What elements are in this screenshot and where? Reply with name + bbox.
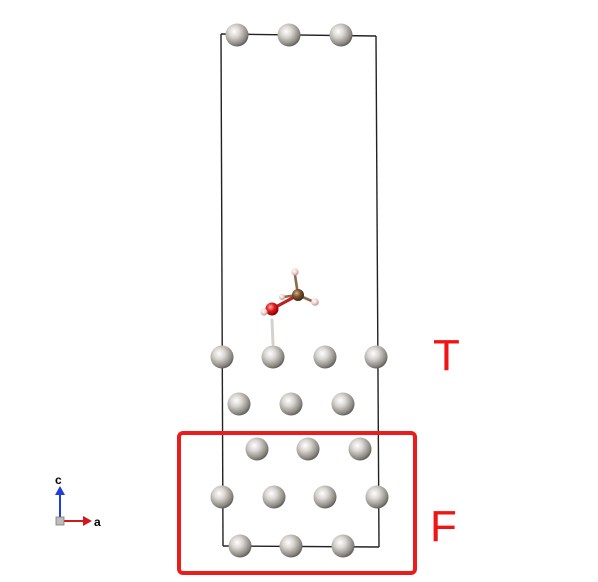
carbon-atom bbox=[292, 289, 304, 301]
fixed-layer-3-atom-1 bbox=[228, 534, 252, 558]
top-image-layer-atom-2 bbox=[277, 23, 301, 47]
axis-indicator: c a bbox=[55, 473, 101, 529]
adsorbate bbox=[260, 268, 319, 316]
subsurface-layer-atom-3 bbox=[331, 392, 355, 416]
surface-layer-atom-2 bbox=[261, 345, 285, 369]
surface-layer-atom-3 bbox=[313, 345, 337, 369]
c-axis-arrow bbox=[55, 486, 65, 495]
fixed-layer-3-atom-3 bbox=[331, 534, 355, 558]
hydrogen-atom-top bbox=[291, 268, 299, 276]
fixed-layer-1-atom-3 bbox=[348, 437, 372, 461]
subsurface-layer-atom-1 bbox=[227, 392, 251, 416]
fixed-layer-2-atom-3 bbox=[313, 485, 337, 509]
top-image-layer-atom-3 bbox=[329, 23, 353, 47]
oxygen-atom bbox=[265, 302, 279, 316]
axis-origin bbox=[55, 516, 65, 526]
fixed-layer-2-atom-2 bbox=[262, 485, 286, 509]
subsurface-layer-atom-2 bbox=[279, 392, 303, 416]
fixed-region-label: F bbox=[430, 502, 457, 551]
a-axis-label: a bbox=[94, 515, 101, 529]
surface-layer-atom-1 bbox=[210, 345, 234, 369]
cell-edge-right bbox=[375, 35, 380, 548]
surface-layer-atom-4 bbox=[364, 345, 388, 369]
fixed-layer-1-atom-1 bbox=[245, 437, 269, 461]
a-axis-arrow bbox=[83, 516, 92, 526]
fixed-layer-3-atom-2 bbox=[279, 534, 303, 558]
bond-o-h-lower bbox=[270, 318, 275, 346]
cell-edge-left bbox=[220, 33, 224, 547]
fixed-layer-2-atom-1 bbox=[210, 485, 234, 509]
hydrogen-atom-right bbox=[311, 298, 319, 306]
top-region-label: T bbox=[433, 331, 460, 380]
hydrogen-atom-oxygen bbox=[260, 308, 268, 316]
fixed-region-box bbox=[177, 431, 417, 575]
fixed-layer-1-atom-2 bbox=[296, 437, 320, 461]
fixed-layer-2-atom-4 bbox=[365, 485, 389, 509]
hydrogen-atom-left bbox=[279, 294, 285, 300]
c-axis-label: c bbox=[55, 473, 62, 487]
metal-atoms bbox=[210, 23, 389, 558]
top-image-layer-atom-1 bbox=[225, 23, 249, 47]
